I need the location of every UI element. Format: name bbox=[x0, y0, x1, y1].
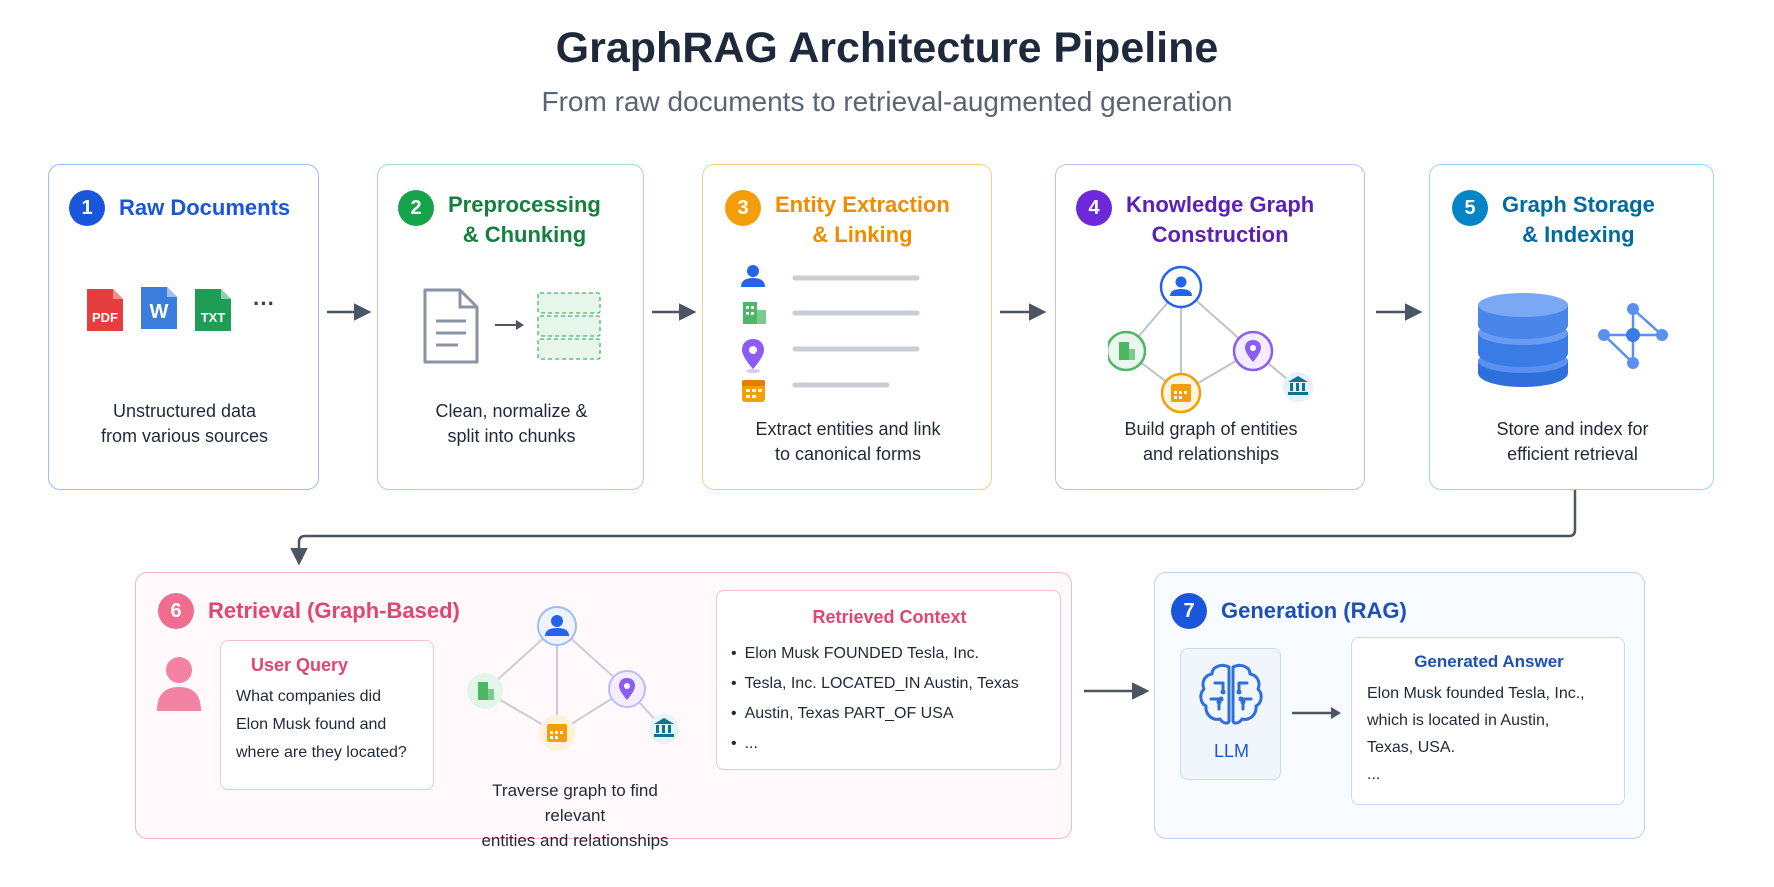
document-icon bbox=[422, 287, 480, 370]
step-6-card: 6 Retrieval (Graph-Based) User Query Wha… bbox=[135, 572, 1072, 850]
database-icon bbox=[1476, 291, 1570, 394]
network-icon bbox=[1596, 301, 1670, 376]
step-1-header: 1 Raw Documents bbox=[69, 190, 290, 226]
list-item: Tesla, Inc. LOCATED_IN Austin, Texas bbox=[731, 669, 1019, 699]
arrow-right-icon bbox=[494, 317, 526, 338]
location-pin-icon bbox=[608, 670, 646, 708]
retrieved-context-list: Elon Musk FOUNDED Tesla, Inc. Tesla, Inc… bbox=[731, 639, 1019, 759]
generated-answer-box: Generated Answer Elon Musk founded Tesla… bbox=[1351, 637, 1625, 805]
step-2-header: 2 Preprocessing & Chunking bbox=[398, 190, 601, 250]
knowledge-graph bbox=[1105, 265, 1348, 420]
step-2-description: Clean, normalize & split into chunks bbox=[435, 401, 588, 446]
pdf-file-icon: PDF bbox=[85, 287, 125, 333]
step-4-number: 4 bbox=[1076, 190, 1112, 226]
list-item: ... bbox=[731, 729, 1019, 759]
word-file-icon: W bbox=[139, 285, 179, 331]
building-icon bbox=[743, 302, 766, 324]
person-icon bbox=[537, 606, 577, 646]
chunks-icon bbox=[536, 291, 602, 366]
arrow-5-6 bbox=[290, 490, 1577, 566]
step-4-header: 4 Knowledge Graph Construction bbox=[1076, 190, 1314, 250]
retrieved-context-label: Retrieved Context bbox=[812, 607, 967, 627]
step-6-header: 6 Retrieval (Graph-Based) bbox=[158, 593, 460, 629]
step-3-number: 3 bbox=[725, 190, 761, 226]
calendar-icon bbox=[539, 715, 575, 751]
arrow-right-icon bbox=[1291, 705, 1343, 726]
step-3-header: 3 Entity Extraction & Linking bbox=[725, 190, 950, 250]
retrieved-context-box: Retrieved Context Elon Musk FOUNDED Tesl… bbox=[716, 590, 1061, 770]
step-4-title: Knowledge Graph Construction bbox=[1126, 192, 1315, 247]
step-4-card: 4 Knowledge Graph Construction Build gra… bbox=[1055, 164, 1365, 490]
step-1-card: 1 Raw Documents PDF W TXT ··· Unstructur… bbox=[48, 164, 319, 490]
step-3-title: Entity Extraction & Linking bbox=[775, 192, 950, 247]
building-icon bbox=[1105, 330, 1147, 372]
page-subtitle: From raw documents to retrieval-augmente… bbox=[541, 86, 1233, 117]
list-item: Elon Musk FOUNDED Tesla, Inc. bbox=[731, 639, 1019, 669]
step-6-title: Retrieval (Graph-Based) bbox=[208, 598, 460, 623]
calendar-icon bbox=[1160, 372, 1202, 414]
retrieval-graph bbox=[464, 603, 684, 760]
step-5-number: 5 bbox=[1452, 190, 1488, 226]
institution-icon bbox=[649, 714, 679, 744]
step-3-card: 3 Entity Extraction & Linking Extract en… bbox=[702, 164, 992, 490]
brain-icon bbox=[1197, 661, 1265, 732]
step-2-card: 2 Preprocessing & Chunking Clean, normal… bbox=[377, 164, 644, 490]
step-5-card: 5 Graph Storage & Indexing Store and ind… bbox=[1429, 164, 1714, 490]
step-1-description: Unstructured data from various sources bbox=[100, 401, 269, 446]
step-5-title: Graph Storage & Indexing bbox=[1502, 192, 1655, 247]
calendar-icon bbox=[742, 380, 765, 402]
step-7-number: 7 bbox=[1171, 593, 1207, 629]
entity-list bbox=[739, 265, 939, 410]
step-4-description: Build graph of entities and relationship… bbox=[1124, 419, 1298, 464]
generated-answer-label: Generated Answer bbox=[1414, 652, 1564, 671]
llm-label: LLM bbox=[1213, 741, 1249, 761]
user-icon bbox=[156, 655, 202, 718]
step-1-number: 1 bbox=[69, 190, 105, 226]
step-2-title: Preprocessing & Chunking bbox=[448, 192, 601, 247]
step-2-number: 2 bbox=[398, 190, 434, 226]
user-query-text: What companies did Elon Musk found and w… bbox=[236, 688, 407, 761]
llm-box: LLM bbox=[1180, 648, 1281, 780]
more-dots-icon: ··· bbox=[253, 291, 275, 316]
person-icon bbox=[741, 265, 765, 287]
generated-answer-text: Elon Musk founded Tesla, Inc., which is … bbox=[1367, 685, 1585, 783]
step-6-description: Traverse graph to find relevant entities… bbox=[481, 781, 669, 850]
location-pin-icon bbox=[742, 339, 764, 373]
txt-file-icon: TXT bbox=[193, 287, 233, 333]
location-pin-icon bbox=[1232, 330, 1274, 372]
step-5-header: 5 Graph Storage & Indexing bbox=[1452, 190, 1655, 250]
step-7-title: Generation (RAG) bbox=[1221, 598, 1407, 623]
list-item: Austin, Texas PART_OF USA bbox=[731, 699, 1019, 729]
step-3-description: Extract entities and link to canonical f… bbox=[755, 419, 941, 464]
step-7-card: 7 Generation (RAG) LLM Generated Answer … bbox=[1154, 572, 1645, 839]
page-title: GraphRAG Architecture Pipeline bbox=[555, 24, 1219, 72]
user-query-box: User Query What companies did Elon Musk … bbox=[220, 640, 434, 790]
step-7-header: 7 Generation (RAG) bbox=[1171, 593, 1407, 629]
step-6-number: 6 bbox=[158, 593, 194, 629]
step-5-description: Store and index for efficient retrieval bbox=[1496, 419, 1649, 464]
person-icon bbox=[1159, 265, 1203, 309]
building-icon bbox=[467, 673, 503, 709]
institution-icon bbox=[1283, 372, 1313, 402]
step-1-title: Raw Documents bbox=[119, 195, 291, 220]
user-query-label: User Query bbox=[251, 655, 349, 675]
